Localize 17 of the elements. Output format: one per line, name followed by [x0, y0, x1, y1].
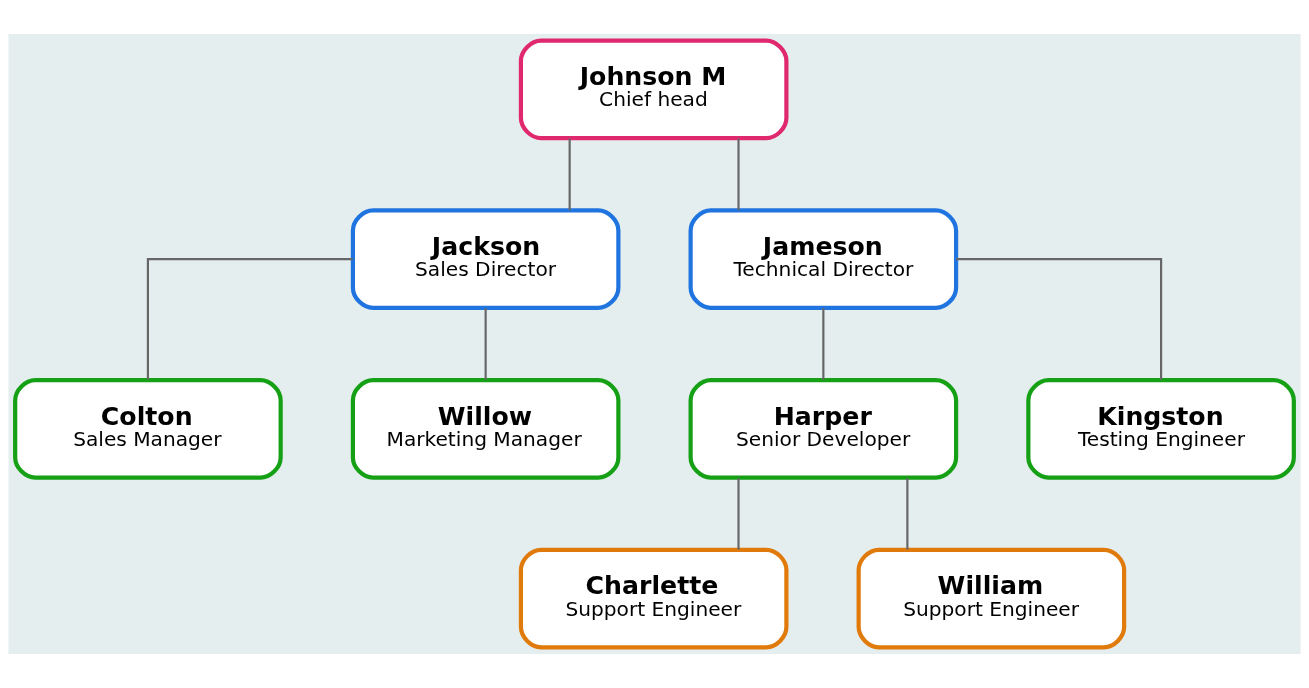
- node-box: Johnson M Chief head: [518, 38, 789, 141]
- node-box: Charlette Support Engineer: [518, 547, 789, 650]
- node-box: Jackson Sales Director: [350, 208, 621, 310]
- connector: [906, 477, 909, 550]
- connector: [737, 138, 740, 211]
- node-box: Kingston Testing Engineer: [1026, 378, 1296, 480]
- node-box: William Support Engineer: [856, 547, 1127, 650]
- connector: [737, 477, 740, 550]
- node-box: Colton Sales Manager: [13, 378, 283, 480]
- node-box: Willow Marketing Manager: [350, 378, 621, 480]
- connector: [484, 308, 487, 380]
- node-box: Harper Senior Developer: [688, 378, 959, 480]
- connector: [146, 258, 353, 380]
- node-box: Jameson Technical Director: [688, 208, 959, 310]
- connector: [956, 258, 1163, 380]
- connector: [568, 138, 571, 211]
- connector: [822, 308, 825, 380]
